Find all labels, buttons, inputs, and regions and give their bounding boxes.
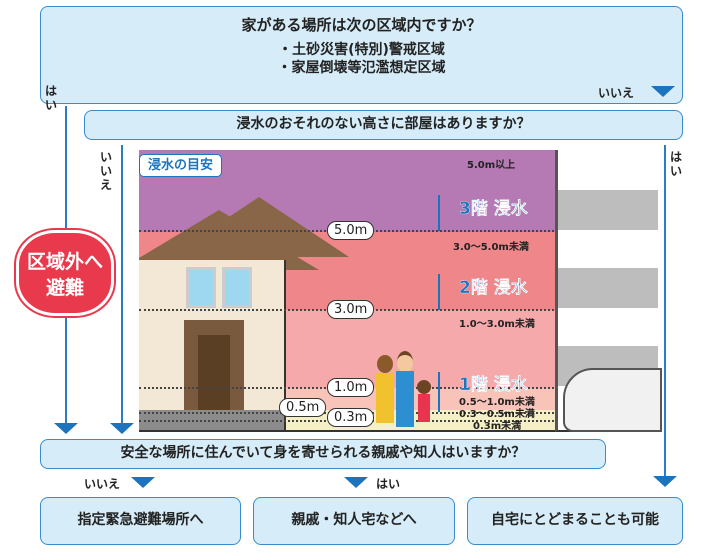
evacuate-badge: 区域外へ 避難 — [16, 230, 114, 316]
result-label: 親戚・知人宅などへ — [291, 512, 417, 528]
q3-no-label: いいえ — [84, 477, 121, 491]
question-1-box: 家がある場所は次の区域内ですか？ ・土砂災害(特別)警戒区域 ・家屋倒壊等氾濫想… — [40, 6, 683, 104]
flood-scene: 浸水の目安 5.0m 3.0m 1.0m 0.5m 0.3m 5.0m以上 3階… — [139, 150, 555, 432]
car-illustration — [563, 368, 662, 432]
question-3-title: 安全な場所に住んでいて身を寄せられる親戚や知人はいますか？ — [120, 445, 526, 461]
arrow-down-icon — [110, 423, 134, 434]
result-label: 自宅にとどまることも可能 — [491, 512, 659, 528]
apartment-building — [555, 150, 662, 432]
result-label: 指定緊急避難場所へ — [77, 512, 204, 528]
range-label: 3.0～5.0m未満 — [453, 242, 529, 253]
floor-label: 3階 浸水 — [459, 199, 528, 219]
level-tag: 5.0m — [327, 221, 375, 240]
level-tag: 0.3m — [327, 408, 375, 427]
floor-label: 1階 浸水 — [459, 375, 528, 395]
arrow-down-icon — [651, 86, 675, 97]
result-box-relatives: 親戚・知人宅などへ — [253, 497, 455, 545]
q1-yes-label: はい — [45, 84, 58, 112]
question-1-item: ・土砂災害(特別)警戒区域 — [278, 42, 445, 58]
house-illustration — [139, 197, 349, 430]
question-3-box: 安全な場所に住んでいて身を寄せられる親戚や知人はいますか？ — [40, 439, 606, 469]
arrow-down-icon — [131, 477, 155, 488]
level-tag: 3.0m — [327, 300, 375, 319]
range-label: 0.3m未満 — [473, 421, 522, 432]
range-label: 1.0～3.0m未満 — [459, 319, 535, 330]
q2-no-label: いいえ — [100, 150, 113, 192]
question-1-title: 家がある場所は次の区域内ですか？ — [241, 16, 482, 34]
range-label: 0.5～1.0m未満 — [459, 397, 535, 408]
q1-no-label: いいえ — [598, 86, 635, 100]
result-box-shelter: 指定緊急避難場所へ — [40, 497, 241, 545]
yes-line-2 — [664, 145, 666, 477]
floor-label: 2階 浸水 — [459, 278, 528, 298]
arrow-up-icon — [438, 274, 440, 310]
question-2-box: 浸水のおそれのない高さに部屋はありますか？ — [84, 110, 683, 140]
arrow-down-icon — [344, 477, 368, 488]
arrow-up-icon — [438, 195, 440, 231]
family-illustration — [375, 351, 435, 430]
q3-yes-label: はい — [376, 477, 401, 491]
range-label: 0.3～0.5m未満 — [459, 409, 535, 420]
question-2-title: 浸水のおそれのない高さに部屋はありますか？ — [236, 116, 531, 132]
arrow-up-icon — [438, 372, 440, 412]
question-1-item: ・家屋倒壊等氾濫想定区域 — [277, 60, 446, 76]
q2-yes-label: はい — [670, 150, 683, 178]
badge-line: 区域外へ — [26, 251, 103, 273]
range-label: 5.0m以上 — [467, 160, 516, 171]
arrow-down-icon — [653, 476, 677, 487]
result-box-stay-home: 自宅にとどまることも可能 — [467, 497, 683, 545]
scene-title: 浸水の目安 — [139, 154, 223, 177]
arrow-down-icon — [54, 423, 78, 434]
badge-line: 避難 — [45, 277, 84, 299]
level-tag: 1.0m — [327, 378, 375, 397]
no-line-2 — [121, 145, 123, 425]
level-tag: 0.5m — [279, 398, 327, 417]
